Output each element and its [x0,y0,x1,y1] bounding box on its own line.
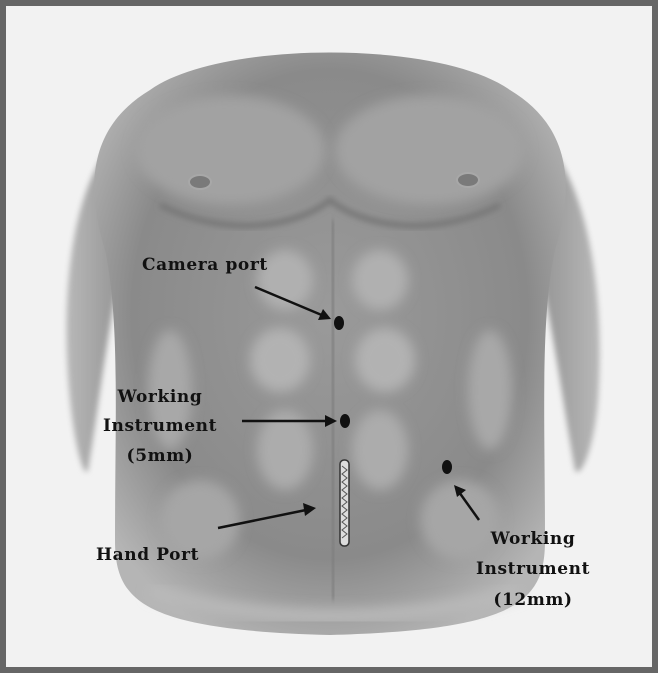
working-instrument-5mm-marker [340,414,350,428]
chest-left [135,95,325,205]
camera-port-label: Camera port [142,255,268,275]
working-instrument-12mm-label-line1: Working [490,529,576,549]
working-instrument-5mm-label-line2: Instrument [103,416,217,436]
linea-alba [332,220,334,600]
chest-right [335,95,525,205]
hand-port-incision [340,460,349,546]
working-instrument-12mm-label-line3: (12mm) [493,590,572,610]
camera-port-marker [334,316,344,330]
working-instrument-5mm-label-line3: (5mm) [127,446,194,466]
nipple-right [457,173,479,187]
hand-port-label: Hand Port [96,545,199,565]
working-instrument-5mm-label-line1: Working [117,387,203,407]
working-instrument-12mm-marker [442,460,452,474]
nipple-left [189,175,211,189]
working-instrument-12mm-label-line2: Instrument [476,559,590,579]
